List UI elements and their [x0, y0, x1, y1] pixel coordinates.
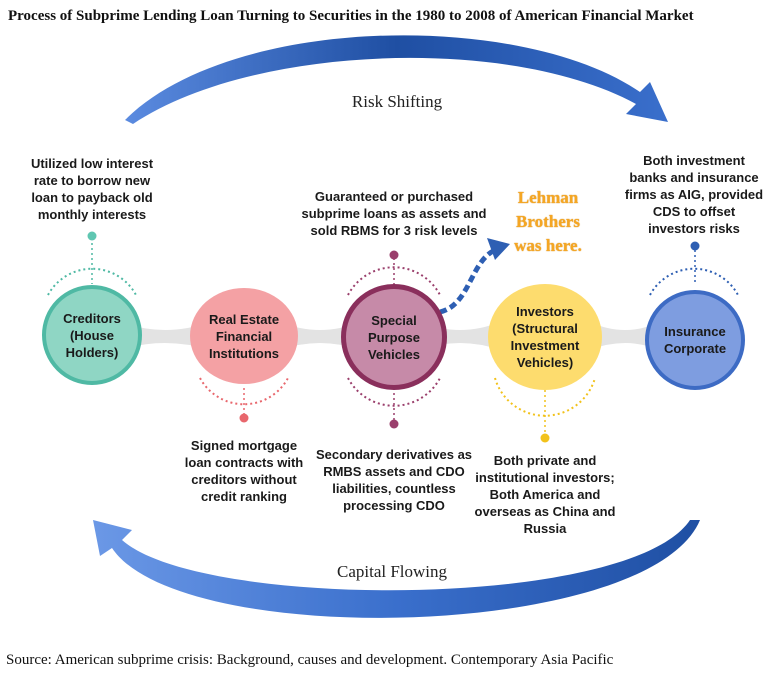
note-insurance: Both investment banks and insurance firm…: [624, 153, 764, 236]
node-creditors: Creditors (House Holders): [42, 285, 142, 385]
investors-halo-bottom: [494, 377, 596, 417]
connector-2: [280, 322, 360, 350]
node-spv-label: Special Purpose Vehicles: [367, 312, 421, 362]
node-insurance: Insurance Corporate: [645, 290, 745, 390]
connector-1: [120, 322, 210, 350]
node-creditors-label: Creditors (House Holders): [63, 310, 121, 360]
capital-flowing-label: Capital Flowing: [336, 562, 448, 581]
connector-4: [590, 322, 660, 350]
lehman-pointer-arrow: [439, 247, 497, 315]
risk-shifting-label: Risk Shifting: [351, 92, 443, 111]
capital-flowing-arrow: [93, 520, 700, 618]
source-citation: Source: American subprime crisis: Backgr…: [6, 652, 614, 668]
lehman-callout: Lehman Brothers was here.: [514, 188, 582, 255]
node-investors: Investors (Structural Investment Vehicle…: [488, 284, 602, 390]
node-real-estate-label: Real Estate Financial Institutions: [208, 311, 280, 361]
spv-halo-bottom: [347, 377, 441, 407]
spv-halo-top: [347, 266, 441, 296]
note-spv-top: Guaranteed or purchased subprime loans a…: [301, 189, 487, 238]
note-spv-bottom: Secondary derivatives as RMBS assets and…: [315, 447, 473, 513]
spv-top-dot: [389, 250, 399, 260]
lehman-pointer-arrowhead: [487, 238, 510, 260]
diagram-title: Process of Subprime Lending Loan Turning…: [8, 8, 694, 24]
investors-dot: [540, 433, 550, 443]
node-real-estate: Real Estate Financial Institutions: [190, 288, 298, 384]
realestate-dot: [239, 413, 249, 423]
node-investors-label: Investors (Structural Investment Vehicle…: [510, 304, 580, 370]
note-real-estate: Signed mortgage loan contracts with cred…: [184, 438, 304, 504]
insurance-dot: [690, 241, 700, 251]
spv-bottom-dot: [389, 419, 399, 429]
creditors-dot: [87, 231, 97, 241]
risk-shifting-arrow: [125, 35, 668, 124]
note-creditors: Utilized low interest rate to borrow new…: [30, 156, 154, 222]
note-investors: Both private and institutional investors…: [474, 453, 616, 536]
node-insurance-label: Insurance Corporate: [663, 324, 727, 356]
node-spv: Special Purpose Vehicles: [341, 284, 447, 390]
